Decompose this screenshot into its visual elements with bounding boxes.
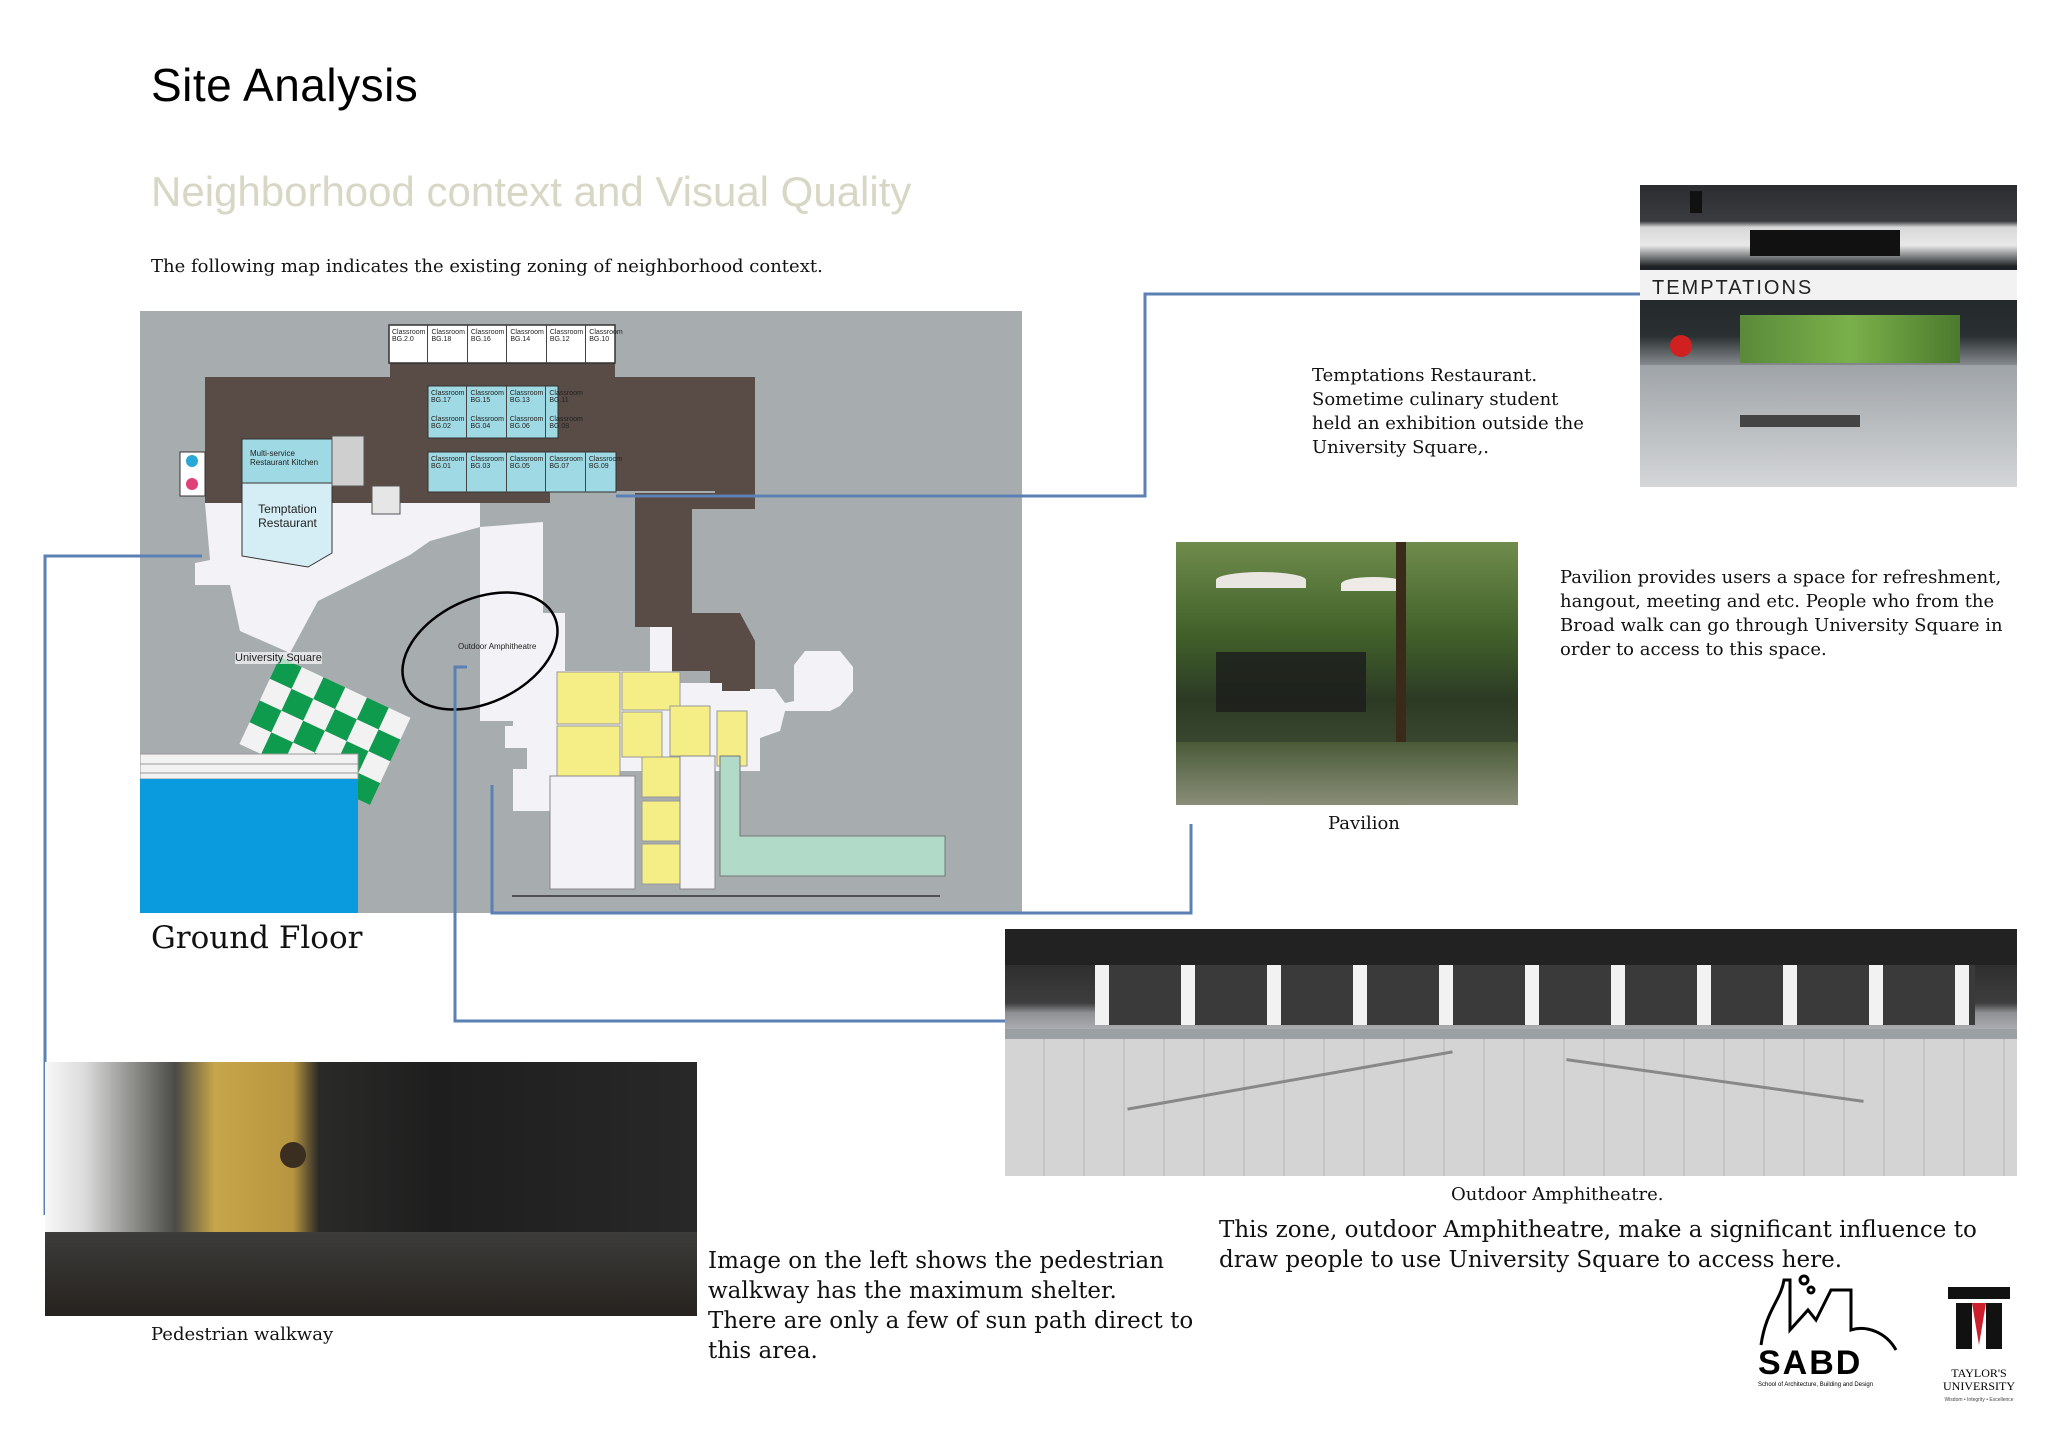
connector-temptations xyxy=(616,292,1640,498)
amphitheatre-photo xyxy=(1005,929,2017,1176)
kitchen-label: Multi-service Restaurant Kitchen xyxy=(250,449,319,467)
pavilion-caption: Pavilion xyxy=(1328,813,1400,834)
square-tile xyxy=(356,697,389,730)
square-tile xyxy=(358,751,391,784)
pool xyxy=(140,779,358,913)
page-title: Site Analysis xyxy=(151,59,419,111)
sabd-wordmark: SABD xyxy=(1758,1344,1863,1382)
amphitheatre-description: This zone, outdoor Amphitheatre, make a … xyxy=(1219,1217,1977,1273)
page-subtitle: Neighborhood context and Visual Quality xyxy=(151,168,912,215)
sabd-subtitle: School of Architecture, Building and Des… xyxy=(1758,1382,1874,1388)
restaurant-label: Temptation Restaurant xyxy=(258,502,317,530)
classroom-top-row xyxy=(388,324,616,364)
square-tile xyxy=(368,729,401,762)
connector-pavilion xyxy=(490,785,1193,915)
sabd-logo: SABD School of Architecture, Building an… xyxy=(1756,1270,1906,1392)
taylors-name: TAYLOR'S UNIVERSITY xyxy=(1943,1366,2015,1393)
temptations-photo: TEMPTATIONS xyxy=(1640,185,2017,487)
walkway-caption: Pedestrian walkway xyxy=(151,1324,334,1345)
pavilion-description: Pavilion provides users a space for refr… xyxy=(1560,567,2003,660)
amphitheatre-caption: Outdoor Amphitheatre. xyxy=(1451,1184,1664,1205)
restaurant-zone xyxy=(241,482,333,568)
square-tile xyxy=(324,709,357,742)
square-tile xyxy=(313,677,346,710)
square-tile xyxy=(269,657,302,689)
temptations-sign: TEMPTATIONS xyxy=(1652,277,1814,299)
square-tile xyxy=(259,678,292,711)
intro-text: The following map indicates the existing… xyxy=(151,256,823,277)
square-tile xyxy=(271,710,304,743)
square-tile xyxy=(291,667,324,700)
connector-amphitheatre xyxy=(453,665,1005,1023)
square-tile xyxy=(303,699,336,731)
connector-walkway xyxy=(43,554,202,1215)
square-label: University Square xyxy=(235,652,322,664)
walkway-photo xyxy=(45,1062,697,1316)
temptations-description: Temptations Restaurant. Sometime culinar… xyxy=(1312,365,1584,458)
taylors-tagline: Wisdom • Integrity • Excellence xyxy=(1944,1397,2014,1403)
square-tile xyxy=(378,707,411,740)
square-tile xyxy=(346,719,379,752)
square-tile xyxy=(335,687,368,720)
taylors-logo: TAYLOR'S UNIVERSITY Wisdom • Integrity •… xyxy=(1938,1285,2020,1407)
walkway-description: Image on the left shows the pedestrian w… xyxy=(708,1248,1194,1364)
square-tile xyxy=(239,722,272,755)
floor-label: Ground Floor xyxy=(151,920,363,956)
square-tile xyxy=(293,720,325,753)
green-zone xyxy=(719,755,946,877)
amphitheatre-outline xyxy=(401,591,559,711)
classroom-mid-block xyxy=(427,385,559,439)
square-tile xyxy=(281,688,314,721)
building-mass xyxy=(205,342,755,704)
pavilion-photo xyxy=(1176,542,1518,805)
classroom-bottom-block xyxy=(427,451,617,493)
amphitheatre-label: Outdoor Amphitheatre xyxy=(458,642,537,651)
square-tile xyxy=(249,700,282,733)
